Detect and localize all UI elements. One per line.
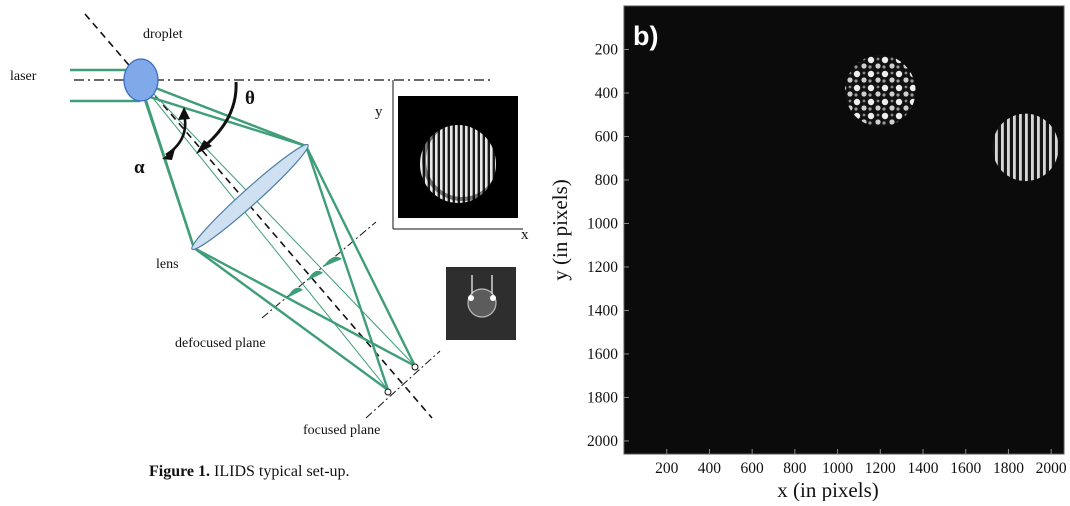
y-tick-label: 200 xyxy=(595,41,619,58)
fringe-disc xyxy=(420,125,496,203)
panel-label: b) xyxy=(633,21,658,51)
fringe-disc-shade xyxy=(422,119,502,201)
x-axis-label: x (in pixels) xyxy=(777,478,878,501)
inset-x-label: x xyxy=(521,227,529,243)
ilids-setup-figure: x y droplet laser θ α lens defocused pla… xyxy=(10,13,529,480)
y-tick-label: 1800 xyxy=(587,389,618,406)
y-tick-label: 400 xyxy=(595,85,619,102)
laser-label: laser xyxy=(10,69,37,84)
theta-arc xyxy=(199,81,238,152)
setup-diagram: x y droplet laser θ α lens defocused pla… xyxy=(10,13,529,480)
y-tick-label: 600 xyxy=(595,128,619,145)
x-ticks: 200 400 600 800 1000 1200 1400 1600 1800 2000 xyxy=(655,449,1067,477)
y-tick-label: 1200 xyxy=(587,259,618,276)
alpha-label: α xyxy=(134,157,145,178)
x-tick-label: 1200 xyxy=(865,460,896,477)
defocused-plane-line xyxy=(261,221,377,319)
inset-y-label: y xyxy=(375,104,383,120)
x-tick-label: 2000 xyxy=(1036,460,1067,477)
alpha-arrowhead-top xyxy=(178,107,190,120)
x-tick-label: 1800 xyxy=(993,460,1024,477)
glare-point-1 xyxy=(468,295,474,301)
light-rays xyxy=(70,68,417,391)
defocused-plane-label: defocused plane xyxy=(175,336,266,351)
focused-plane-label: focused plane xyxy=(303,423,380,438)
image-frame xyxy=(623,5,1065,455)
figure-caption: Figure 1. ILIDS typical set-up. xyxy=(149,463,350,480)
focus-point-1 xyxy=(384,388,392,396)
theta-label: θ xyxy=(245,88,255,109)
droplet xyxy=(123,58,159,102)
focused-droplet-image xyxy=(467,288,497,318)
glare-point-2 xyxy=(490,295,496,301)
y-tick-label: 1600 xyxy=(587,346,618,363)
x-tick-label: 800 xyxy=(783,460,807,477)
x-tick-label: 1000 xyxy=(822,460,853,477)
x-tick-label: 400 xyxy=(698,460,722,477)
y-tick-label: 800 xyxy=(595,172,619,189)
lens xyxy=(191,143,309,251)
y-axis-label: y (in pixels) xyxy=(548,179,572,280)
speckle-droplet xyxy=(845,54,916,127)
x-tick-label: 1600 xyxy=(950,460,981,477)
alpha-arrowhead-bottom xyxy=(162,149,175,160)
defocused-fringes xyxy=(287,256,342,298)
thin-rays xyxy=(147,87,416,391)
lens-label: lens xyxy=(156,257,179,272)
theta-arrowhead xyxy=(196,140,212,154)
fringe-droplet xyxy=(992,113,1059,182)
camera-image-plot: 200 400 600 800 1000 1200 1400 1600 1800 2000 200… xyxy=(548,5,1067,502)
x-tick-label: 1400 xyxy=(908,460,939,477)
y-ticks: 200 400 600 800 1000 1200 1400 1600 1800 2000 xyxy=(587,41,629,450)
y-tick-label: 2000 xyxy=(587,433,618,450)
x-tick-label: 600 xyxy=(741,460,765,477)
focus-point-2 xyxy=(411,363,419,371)
camera-image-figure: 200 400 600 800 1000 1200 1400 1600 1800 2000 200… xyxy=(545,0,1070,502)
focused-plane-line xyxy=(365,350,441,419)
y-tick-label: 1000 xyxy=(587,215,618,232)
particles-layer xyxy=(845,54,1059,182)
x-tick-label: 200 xyxy=(655,460,679,477)
y-tick-label: 1400 xyxy=(587,302,618,319)
droplet-label: droplet xyxy=(143,27,183,42)
